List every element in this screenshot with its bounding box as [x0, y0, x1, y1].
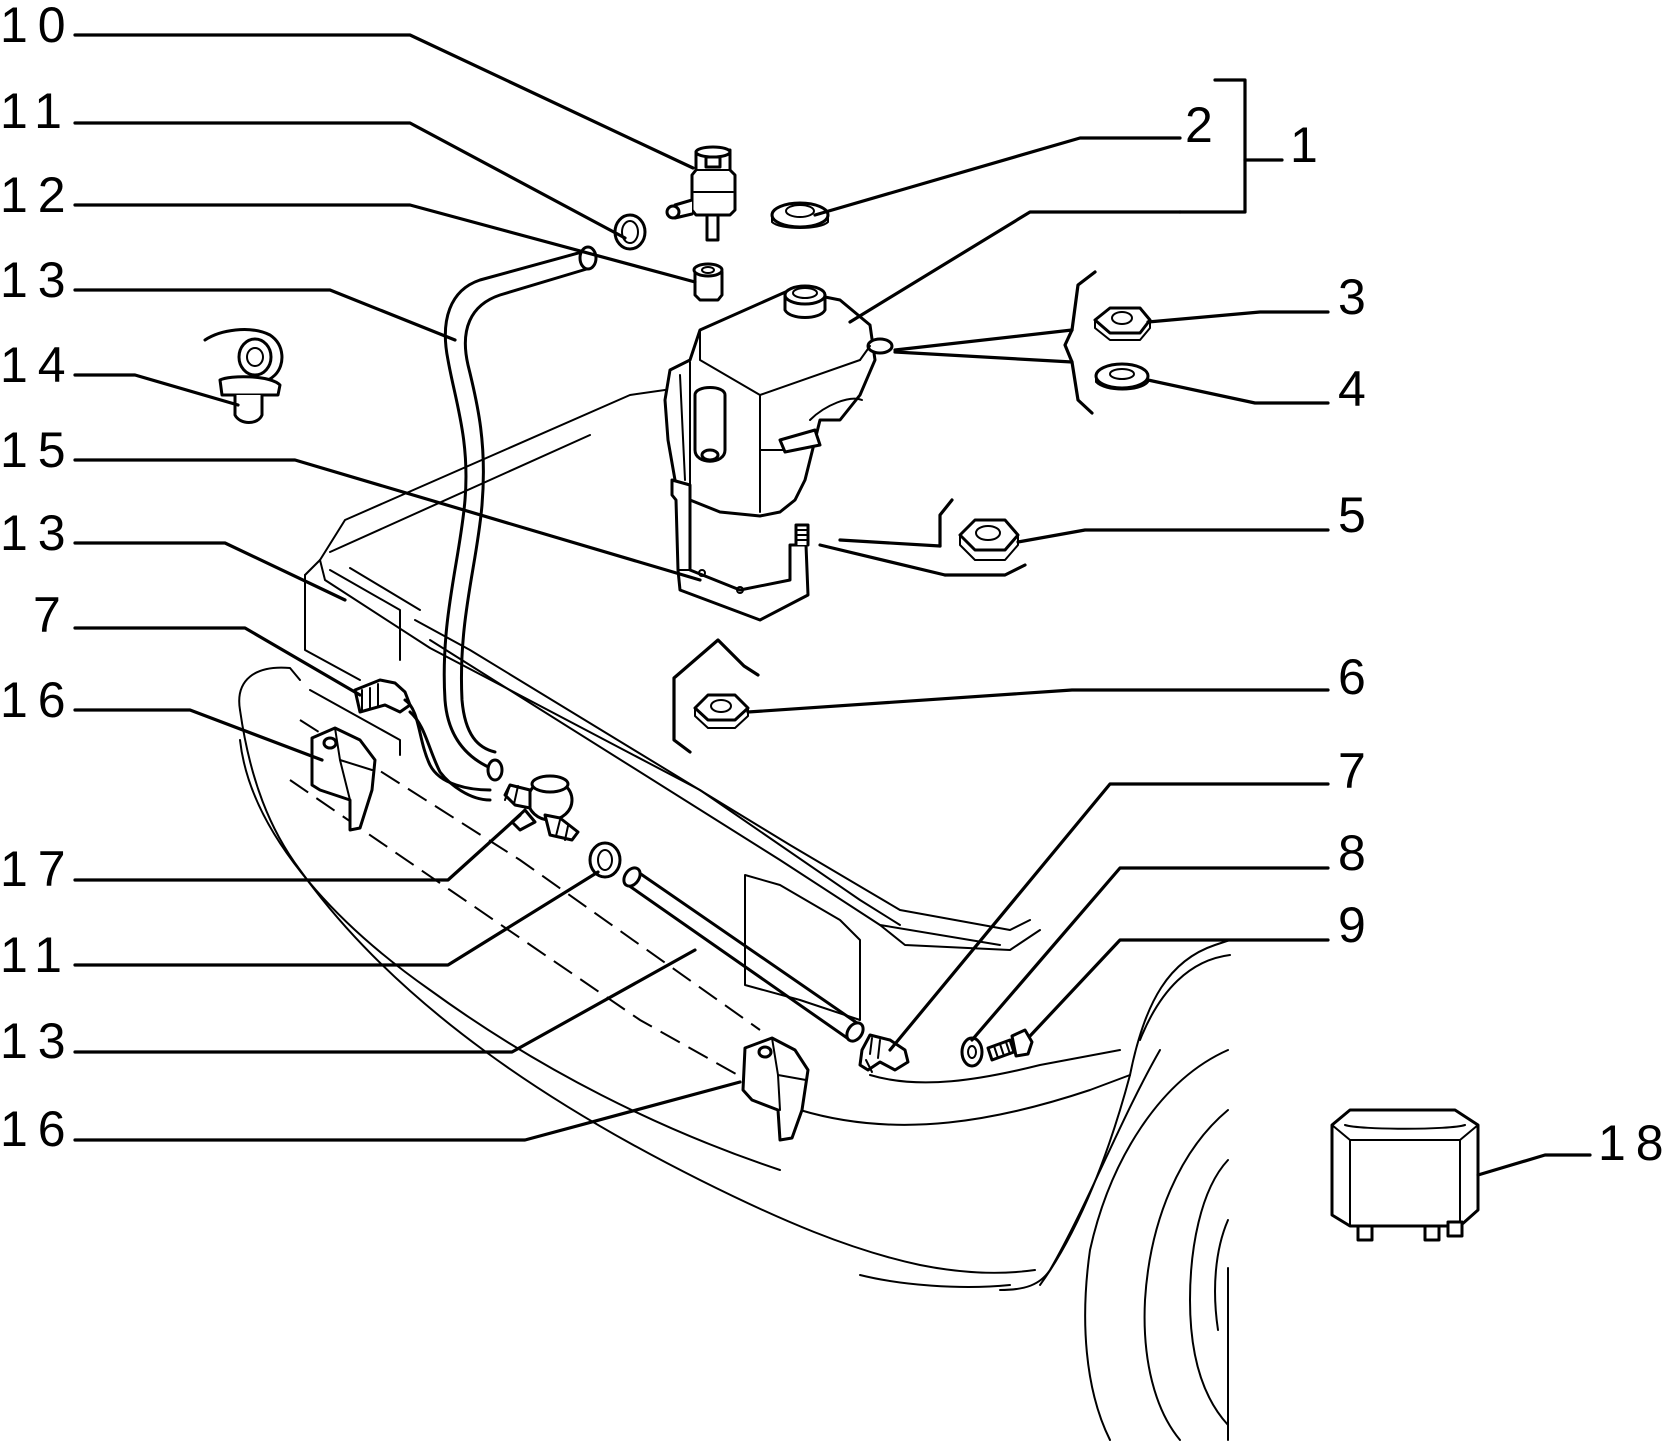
callout-11-bottom: 11	[0, 927, 72, 983]
check-valve-part	[503, 774, 580, 842]
callout-5: 5	[1338, 487, 1376, 543]
callout-12: 12	[0, 167, 76, 223]
callout-14: 14	[0, 337, 76, 393]
washer-pump-part	[665, 145, 737, 242]
small-washer-8-part	[960, 1036, 984, 1068]
nut-3-part	[1093, 306, 1152, 341]
leader-lines	[73, 33, 1592, 1177]
callout-6: 6	[1338, 649, 1376, 705]
callout-8: 8	[1338, 825, 1376, 881]
elbow-connector-left-part	[353, 678, 492, 802]
brace-5	[938, 498, 1027, 577]
bracket-16-lower-part	[741, 1036, 810, 1142]
grommet-part	[692, 262, 724, 302]
tank-bracket-part	[670, 478, 810, 622]
long-hose-part	[442, 245, 598, 782]
elbow-connector-right-part	[858, 1033, 910, 1073]
callout-9: 9	[1338, 897, 1376, 953]
callout-18: 18	[1598, 1115, 1674, 1171]
callout-13-bottom: 13	[0, 1013, 76, 1069]
callout-17: 17	[0, 841, 76, 897]
screw-9-part	[986, 1028, 1034, 1062]
brace-3-4	[1063, 270, 1097, 415]
brace-6	[672, 638, 760, 754]
brace-1	[1178, 78, 1284, 214]
washer-4-part	[1094, 362, 1150, 391]
callout-15: 15	[0, 422, 76, 478]
callout-7-left: 7	[33, 587, 71, 643]
washer-reservoir-part	[663, 284, 894, 518]
callout-2: 2	[1185, 97, 1223, 153]
callout-16-upper: 16	[0, 672, 76, 728]
hose-clamp-lower-part	[588, 841, 622, 879]
car-front-outline	[238, 384, 1231, 1441]
bracket-16-upper-part	[310, 726, 377, 832]
short-hose-part	[622, 866, 865, 1043]
callout-1: 1	[1290, 117, 1328, 173]
callout-3: 3	[1338, 269, 1376, 325]
nut-6-part	[693, 693, 750, 729]
clip-part	[203, 328, 284, 424]
callout-13-middle: 13	[0, 505, 76, 561]
callout-10: 10	[0, 0, 76, 53]
callout-labels: 10 11 12 13 14 15 13 7 16 17 11 13 16 2 …	[0, 0, 1674, 1171]
hose-clamp-part	[613, 213, 647, 251]
relay-18-part	[1330, 1108, 1480, 1242]
callout-11-top: 11	[0, 83, 72, 139]
callout-4: 4	[1338, 361, 1376, 417]
cap-seal-part	[770, 201, 830, 229]
callout-16-lower: 16	[0, 1101, 76, 1157]
callout-7-right: 7	[1338, 743, 1376, 799]
callout-13-top: 13	[0, 252, 76, 308]
nut-5-part	[958, 518, 1020, 561]
